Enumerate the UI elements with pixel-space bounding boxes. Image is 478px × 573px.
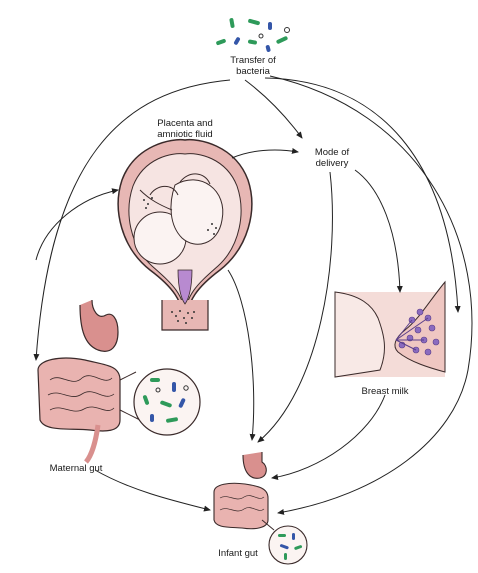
label-mode-of-delivery: Mode of delivery [314, 147, 350, 169]
uterus-illustration [117, 138, 253, 331]
label-infant-gut: Infant gut [218, 548, 258, 559]
arrow-transfer-to-breast [264, 77, 461, 313]
maternal-bacteria-zoom [119, 368, 201, 436]
arrow-maternal-to-infant [94, 469, 211, 512]
arrow-delivery-to-infant [257, 171, 333, 443]
arrow-maternal-to-placenta [35, 188, 119, 261]
arrow-transfer-to-delivery [244, 79, 303, 139]
label-maternal-gut: Maternal gut [49, 463, 103, 474]
maternal-gut-illustration [37, 299, 121, 464]
breastfeeding-illustration [334, 280, 446, 378]
arrow-placenta-to-infant [227, 269, 256, 441]
arrow-transfer-to-infant [269, 75, 473, 515]
label-breast-milk: Breast milk [361, 386, 409, 397]
label-transfer-of-bacteria: Transfer of bacteria [230, 55, 276, 77]
arrow-placenta-to-delivery [231, 148, 299, 159]
arrow-breast-to-infant [271, 394, 386, 480]
arrow-delivery-to-breast [354, 169, 403, 293]
arrow-transfer-to-maternal [33, 79, 231, 361]
bacteria-cluster-top [216, 18, 290, 52]
infant-bacteria-zoom [261, 519, 308, 565]
infant-gut-illustration [213, 452, 269, 530]
arrows [33, 75, 473, 515]
label-placenta-amniotic-fluid: Placenta and amniotic fluid [157, 118, 213, 140]
